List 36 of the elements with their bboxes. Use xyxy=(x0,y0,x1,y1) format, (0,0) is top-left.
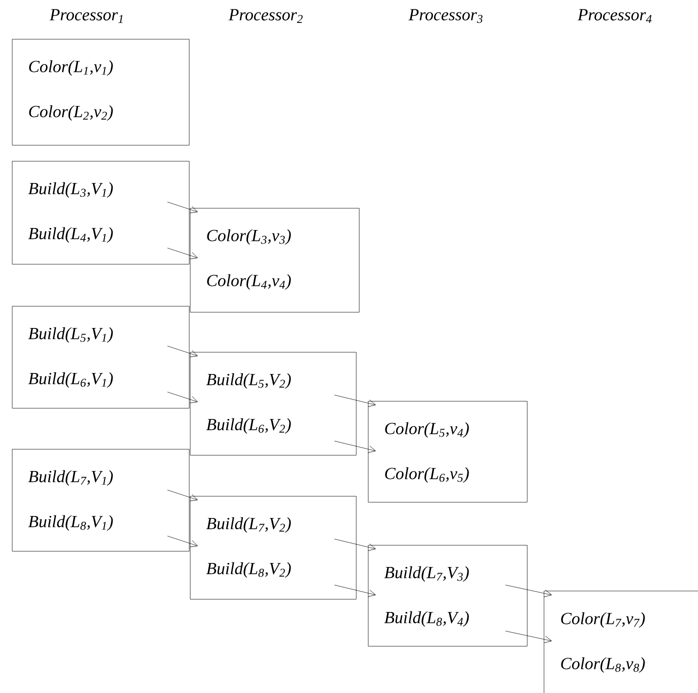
formula-text: Color(L$_{6}$,v$_{5}$) xyxy=(385,467,469,483)
column-heading: Processor$_{2}$ xyxy=(228,9,303,23)
formula-text: Color(L$_{7}$,v$_{7}$) xyxy=(561,612,645,628)
formula-text: Build(L$_{8}$,V$_{4}$) xyxy=(384,611,469,627)
formula-text: Build(L$_{5}$,V$_{1}$) xyxy=(28,327,113,343)
arrow xyxy=(334,440,376,453)
arrow xyxy=(334,394,376,407)
column-heading: Processor$_{3}$ xyxy=(408,9,482,23)
formula-text: Build(L$_{4}$,V$_{1}$) xyxy=(28,227,113,243)
formula-text: Build(L$_{7}$,V$_{1}$) xyxy=(28,470,113,486)
formula-text: Build(L$_{6}$,V$_{1}$) xyxy=(28,372,113,388)
column-heading: Processor$_{1}$ xyxy=(50,9,123,23)
formula-text: Color(L$_{1}$,v$_{1}$) xyxy=(29,60,113,76)
arrow xyxy=(167,346,198,358)
formula-text: Color(L$_{3}$,v$_{3}$) xyxy=(207,229,291,245)
formula-text: Build(L$_{5}$,V$_{2}$) xyxy=(206,373,291,389)
arrow xyxy=(505,584,552,598)
arrow xyxy=(334,584,376,597)
formula-text: Build(L$_{3}$,V$_{1}$) xyxy=(28,182,113,198)
formula-text: Color(L$_{4}$,v$_{4}$) xyxy=(207,274,291,290)
arrow xyxy=(334,538,376,551)
formula-text: Color(L$_{8}$,v$_{8}$) xyxy=(561,657,645,673)
formula-text: Build(L$_{8}$,V$_{1}$) xyxy=(28,515,113,531)
formula-text: Build(L$_{7}$,V$_{2}$) xyxy=(206,517,291,533)
arrow xyxy=(167,248,198,260)
arrow xyxy=(167,490,198,502)
column-heading: Processor$_{4}$ xyxy=(578,9,652,23)
formula-text: Build(L$_{8}$,V$_{2}$) xyxy=(206,562,291,578)
formula-text: Build(L$_{7}$,V$_{3}$) xyxy=(384,566,469,582)
formula-text: Color(L$_{2}$,v$_{2}$) xyxy=(29,105,113,121)
formula-text: Color(L$_{5}$,v$_{4}$) xyxy=(385,422,469,438)
arrow xyxy=(167,202,198,214)
formula-text: Build(L$_{6}$,V$_{2}$) xyxy=(206,418,291,434)
arrow xyxy=(505,630,552,644)
arrow xyxy=(167,536,198,548)
arrow xyxy=(167,392,198,404)
